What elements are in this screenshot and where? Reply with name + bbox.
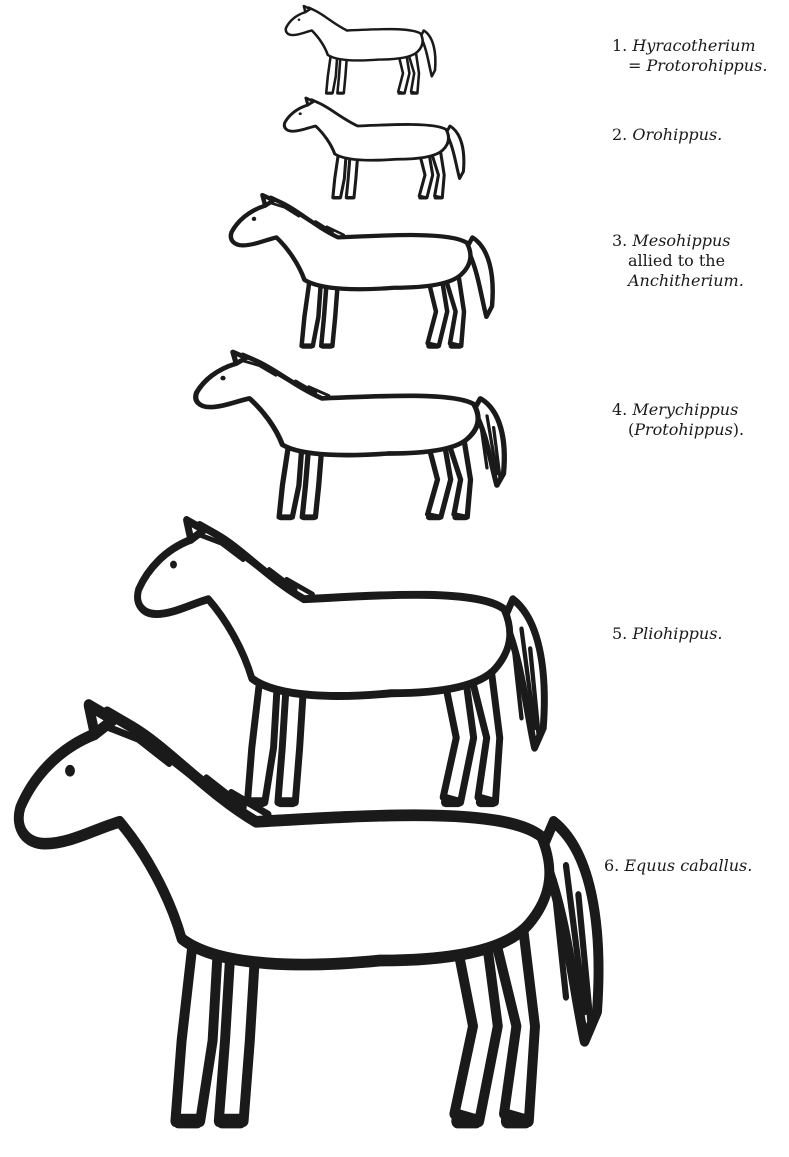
horse-drawing-2 xyxy=(284,98,464,200)
taxon-name: Mesohippus xyxy=(632,231,730,250)
caption-line: 5. Pliohippus. xyxy=(612,624,723,644)
caption-line: = Protorohippus. xyxy=(612,56,767,76)
stage-number: 5. xyxy=(612,624,632,643)
caption-line: 6. Equus caballus. xyxy=(604,856,752,876)
taxon-name: Protohippus xyxy=(634,420,733,439)
horse-drawing-4 xyxy=(196,352,505,520)
caption-line: Anchitherium. xyxy=(612,271,744,291)
caption-line: 3. Mesohippus xyxy=(612,231,744,251)
caption-stage-1: 1. Hyracotherium= Protorohippus. xyxy=(612,36,767,76)
caption-text: allied to the xyxy=(628,251,725,270)
caption-stage-5: 5. Pliohippus. xyxy=(612,624,723,644)
taxon-name: Merychippus xyxy=(632,400,738,419)
taxon-name: Hyracotherium xyxy=(632,36,755,55)
taxon-name: Pliohippus. xyxy=(632,624,722,643)
taxon-name: Protorohippus. xyxy=(647,56,768,75)
stage-number: 2. xyxy=(612,125,632,144)
horse-drawing-5 xyxy=(138,520,545,807)
taxon-name: Orohippus. xyxy=(632,125,722,144)
horse-drawing-6 xyxy=(19,705,599,1128)
caption-text: = xyxy=(628,56,647,75)
taxon-name: Anchitherium. xyxy=(628,271,744,290)
caption-stage-6: 6. Equus caballus. xyxy=(604,856,752,876)
caption-line: (Protohippus). xyxy=(612,420,744,440)
stage-number: 1. xyxy=(612,36,632,55)
stage-number: 4. xyxy=(612,400,632,419)
horse-drawing-3 xyxy=(231,195,493,349)
caption-line: 4. Merychippus xyxy=(612,400,744,420)
taxon-name: Equus caballus. xyxy=(624,856,752,875)
stage-number: 3. xyxy=(612,231,632,250)
caption-line: allied to the xyxy=(612,251,744,271)
stage-number: 6. xyxy=(604,856,624,875)
caption-line: 1. Hyracotherium xyxy=(612,36,767,56)
caption-stage-2: 2. Orohippus. xyxy=(612,125,722,145)
horse-drawing-1 xyxy=(286,6,436,95)
caption-stage-4: 4. Merychippus(Protohippus). xyxy=(612,400,744,440)
caption-line: 2. Orohippus. xyxy=(612,125,722,145)
caption-text: ). xyxy=(733,420,744,439)
